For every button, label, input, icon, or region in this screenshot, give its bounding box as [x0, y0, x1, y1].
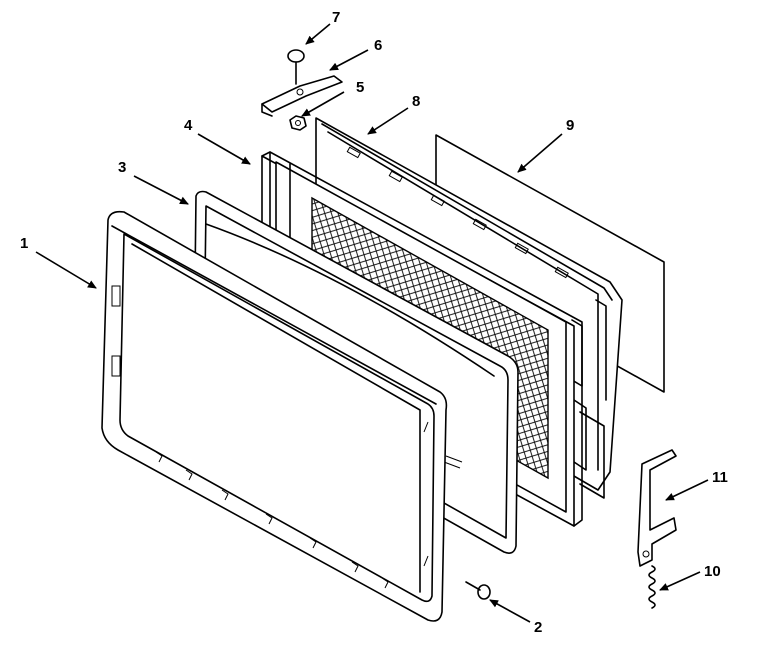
- callout-10: 10: [704, 563, 721, 580]
- leader-10: [659, 571, 701, 591]
- callout-8: 8: [412, 93, 420, 110]
- leader-3: [133, 175, 189, 205]
- callout-1: 1: [20, 235, 28, 252]
- leader-8: [367, 107, 409, 135]
- callout-9: 9: [566, 117, 574, 134]
- callout-2: 2: [534, 619, 542, 636]
- part-11-latch: [637, 449, 677, 567]
- part-7-screw: [287, 49, 305, 85]
- leader-11: [665, 479, 709, 501]
- leader-1: [35, 251, 97, 289]
- part-5-nut: [289, 115, 307, 131]
- leader-7: [305, 23, 331, 45]
- callout-7: 7: [332, 9, 340, 26]
- callout-11: 11: [712, 469, 728, 486]
- leader-2: [489, 599, 531, 623]
- callout-4: 4: [184, 117, 193, 134]
- leader-4: [197, 133, 251, 165]
- callout-6: 6: [374, 37, 382, 54]
- part-10-spring: [648, 565, 656, 609]
- leader-6: [329, 49, 369, 71]
- callout-leaders: [35, 23, 709, 623]
- callout-labels: 1 2 3 4 5 6 7 8 9 10 11: [20, 9, 728, 636]
- part-6-hinge-bracket: [261, 75, 343, 117]
- part-1-front-frame: [101, 210, 448, 622]
- leader-5: [301, 91, 345, 117]
- part-2-screw: [465, 581, 491, 600]
- callout-3: 3: [118, 159, 126, 176]
- callout-5: 5: [356, 79, 364, 96]
- leader-9: [517, 133, 563, 173]
